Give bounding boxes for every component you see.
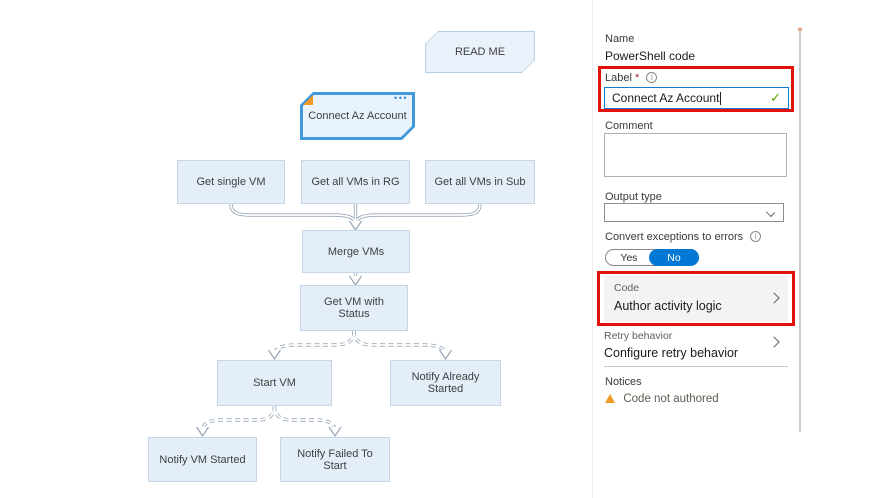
info-icon[interactable]: i (750, 231, 762, 242)
node-get-all-vms-in-sub[interactable]: Get all VMs in Sub (425, 160, 535, 204)
comment-label: Comment (605, 120, 653, 132)
node-label: Notify Already Started (411, 371, 480, 395)
section-divider (604, 366, 788, 367)
node-menu-ellipsis-icon[interactable]: ••• (394, 93, 408, 103)
node-read-me[interactable]: READ ME (425, 31, 535, 73)
activity-properties-panel: Name PowerShell code Label * i Connect A… (592, 0, 886, 498)
retry-section-title: Retry behavior (604, 330, 673, 342)
node-label: Merge VMs (327, 245, 385, 258)
node-label: Get single VM (196, 176, 266, 188)
output-type-label: Output type (605, 191, 662, 203)
label-input[interactable]: Connect Az Account ✓ (604, 87, 789, 109)
node-notify-vm-started[interactable]: Notify VM Started (148, 437, 257, 482)
label-input-value: Connect Az Account (612, 91, 720, 105)
convert-exceptions-toggle[interactable]: Yes No (605, 249, 699, 266)
retry-section-action: Configure retry behavior (604, 346, 739, 360)
node-label: Start VM (253, 377, 296, 389)
toggle-option-no[interactable]: No (649, 249, 699, 266)
notice-text: Code not authored (623, 393, 719, 405)
warning-triangle-icon (605, 394, 615, 403)
text-cursor (720, 91, 722, 105)
notices-label: Notices (605, 376, 642, 388)
toggle-option-yes[interactable]: Yes (620, 251, 638, 264)
required-marker: * (634, 72, 640, 84)
node-notify-failed-to-start[interactable]: Notify Failed To Start (280, 437, 390, 482)
node-label: Get VM with Status (324, 296, 384, 320)
comment-textarea[interactable] (604, 133, 787, 177)
node-label: Connect Az Account (308, 110, 407, 122)
name-value: PowerShell code (605, 49, 696, 63)
output-type-dropdown[interactable] (604, 203, 784, 222)
node-get-vm-with-status[interactable]: Get VM with Status (300, 285, 408, 331)
valid-check-icon: ✓ (770, 90, 781, 105)
node-connect-az-account[interactable]: Connect Az Account ••• (300, 92, 415, 140)
retry-section-row[interactable]: Retry behavior Configure retry behavior (604, 330, 788, 364)
name-label: Name (605, 33, 635, 45)
node-get-all-vms-in-rg[interactable]: Get all VMs in RG (301, 160, 410, 204)
node-label: Get all VMs in Sub (434, 176, 526, 188)
node-label: Get all VMs in RG (311, 176, 400, 188)
code-section-action: Author activity logic (614, 299, 722, 313)
node-start-vm[interactable]: Start VM (217, 360, 332, 406)
node-label: Notify Failed To Start (297, 447, 373, 472)
node-merge-vms[interactable]: Merge VMs (302, 230, 410, 273)
node-label: READ ME (454, 46, 506, 58)
convert-exceptions-label: Convert exceptions to errors i (605, 231, 762, 243)
node-warning-corner-icon (303, 95, 313, 105)
code-section-title: Code (614, 282, 640, 294)
info-icon[interactable]: i (646, 72, 658, 83)
code-section-row[interactable]: Code Author activity logic (604, 276, 788, 322)
panel-scrollbar[interactable] (799, 30, 801, 432)
node-get-single-vm[interactable]: Get single VM (177, 160, 285, 204)
chevron-down-icon (765, 207, 776, 218)
notice-item: Code not authored (605, 391, 719, 405)
scrollbar-marker (798, 28, 802, 31)
node-label: Notify VM Started (159, 453, 246, 466)
label-field-label: Label * i (605, 72, 658, 84)
node-notify-already-started[interactable]: Notify Already Started (390, 360, 501, 406)
